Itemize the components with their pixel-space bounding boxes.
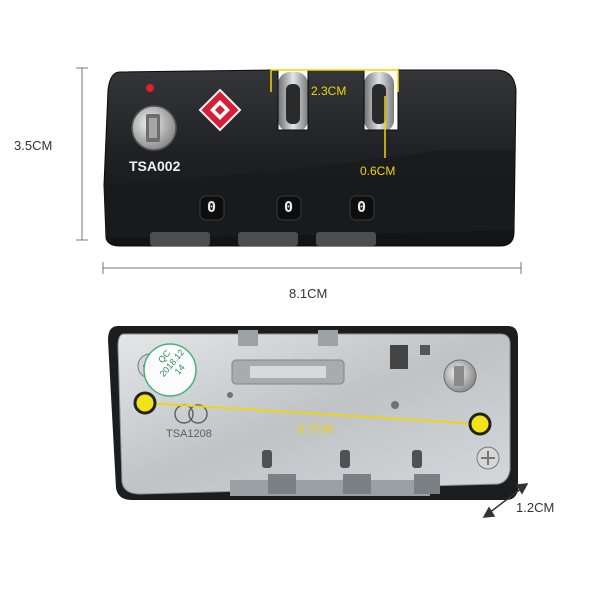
lock-back-view bbox=[108, 326, 518, 500]
tsa-logo-icon bbox=[198, 88, 242, 132]
dial-digit-1: 0 bbox=[207, 198, 217, 216]
depth-arrow bbox=[482, 483, 529, 518]
height-dimension-line bbox=[76, 67, 88, 241]
hole-spacing-line bbox=[144, 402, 481, 425]
height-label: 3.5CM bbox=[14, 138, 53, 153]
model-label-front: TSA002 bbox=[129, 158, 181, 174]
lock-front-view bbox=[103, 69, 517, 247]
shackle-spacing-bracket bbox=[270, 69, 399, 158]
indicator-dot bbox=[146, 84, 154, 92]
width-dimension-line bbox=[102, 262, 522, 274]
shackle-diameter-label: 0.6CM bbox=[360, 164, 396, 178]
width-label: 8.1CM bbox=[289, 286, 328, 301]
shackle-spacing-label: 2.3CM bbox=[311, 84, 347, 98]
depth-label: 1.2CM bbox=[516, 500, 555, 515]
model-label-back: TSA1208 bbox=[166, 428, 212, 440]
mount-hole-right bbox=[468, 412, 492, 436]
mount-hole-left bbox=[133, 391, 157, 415]
screw-icon bbox=[476, 446, 500, 470]
qc-sticker bbox=[143, 343, 197, 397]
dial-digit-2: 0 bbox=[284, 198, 294, 216]
dial-digit-3: 0 bbox=[357, 198, 367, 216]
hole-spacing-label: 6.7CM bbox=[298, 422, 334, 436]
